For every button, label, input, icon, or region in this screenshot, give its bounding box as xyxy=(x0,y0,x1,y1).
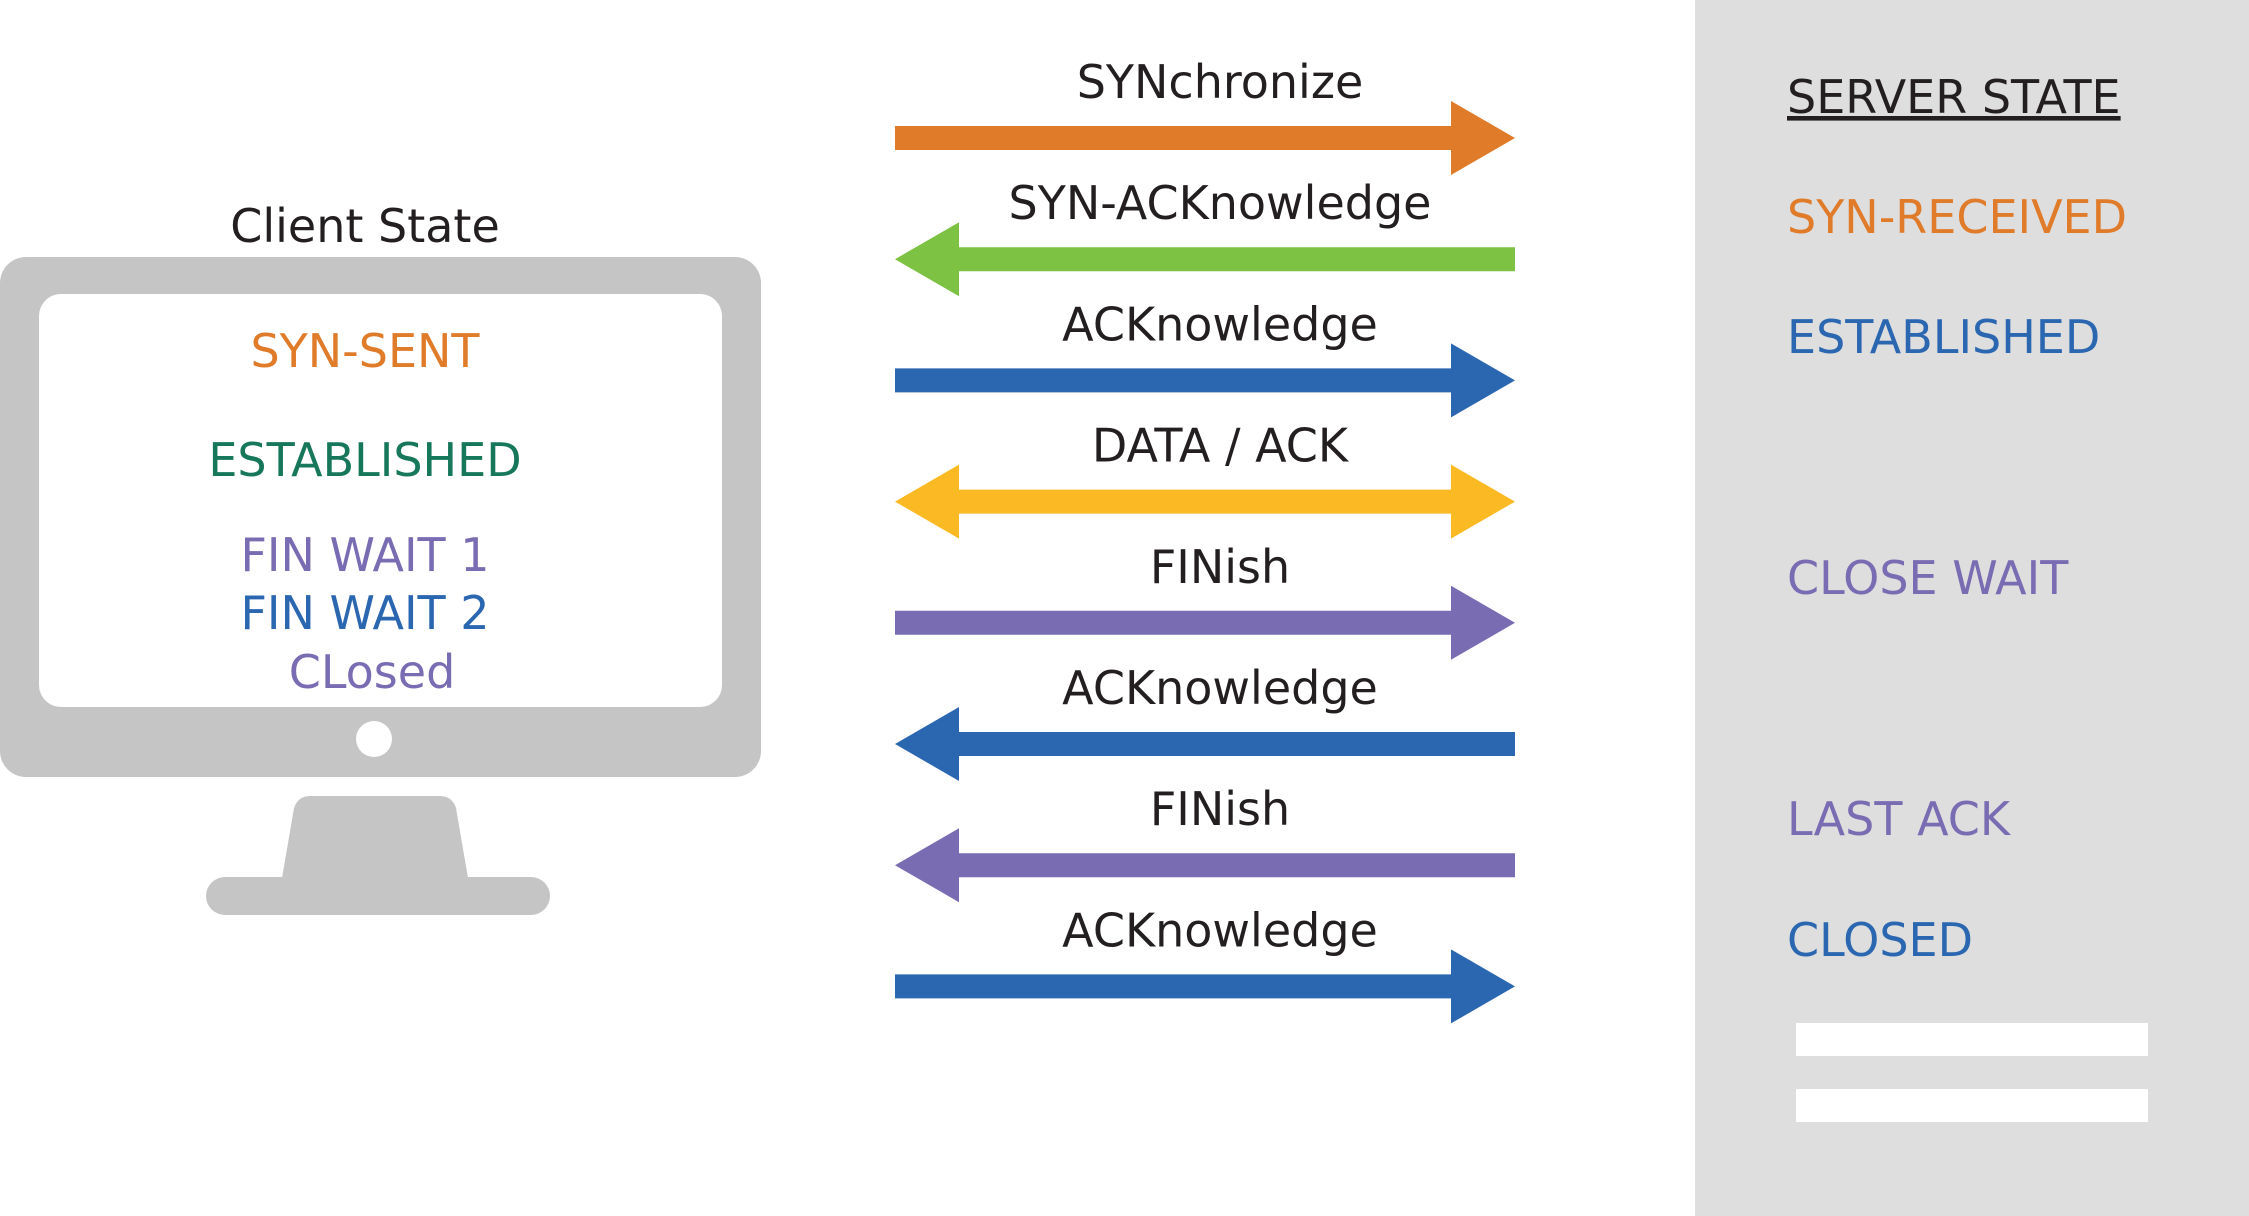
monitor-icon xyxy=(0,257,761,915)
monitor-stand-neck xyxy=(282,796,468,878)
message-arrow-4 xyxy=(895,464,1515,539)
message-label-2: SYN-ACKnowledge xyxy=(1009,176,1432,230)
message-arrow-6 xyxy=(895,707,1515,781)
client-state-closed: CLosed xyxy=(289,645,456,699)
message-arrows: SYNchronizeSYN-ACKnowledgeACKnowledgeDAT… xyxy=(895,55,1515,1024)
client-state-fin-wait-2: FIN WAIT 2 xyxy=(240,586,489,640)
message-arrow-1 xyxy=(895,101,1515,175)
message-label-8: ACKnowledge xyxy=(1062,903,1378,957)
client-title: Client State xyxy=(230,199,500,253)
server-state-last-ack: LAST ACK xyxy=(1787,792,2012,846)
monitor-power-button xyxy=(356,721,392,757)
message-arrow-5 xyxy=(895,585,1515,660)
message-arrow-7 xyxy=(895,828,1515,903)
message-label-6: ACKnowledge xyxy=(1062,661,1378,715)
server-state-close-wait: CLOSE WAIT xyxy=(1787,551,2069,605)
message-arrow-3 xyxy=(895,343,1515,418)
message-arrow-2 xyxy=(895,222,1515,297)
message-arrow-8 xyxy=(895,949,1515,1024)
server-decor-bar-1 xyxy=(1796,1023,2148,1056)
message-label-7: FINish xyxy=(1150,782,1290,836)
monitor-screen xyxy=(39,294,722,707)
message-label-1: SYNchronize xyxy=(1077,55,1364,109)
message-label-4: DATA / ACK xyxy=(1092,419,1350,473)
server-state-established: ESTABLISHED xyxy=(1787,310,2100,364)
client-state-fin-wait-1: FIN WAIT 1 xyxy=(240,528,489,582)
message-label-5: FINish xyxy=(1150,540,1290,594)
server-title: SERVER STATE xyxy=(1787,70,2121,124)
monitor-stand-base xyxy=(206,877,550,915)
server-panel xyxy=(1695,0,2249,1216)
server-decor-bar-2 xyxy=(1796,1089,2148,1122)
client-state-established: ESTABLISHED xyxy=(208,433,521,487)
server-state-syn-received: SYN-RECEIVED xyxy=(1787,190,2127,244)
server-state-closed: CLOSED xyxy=(1787,913,1973,967)
message-label-3: ACKnowledge xyxy=(1062,297,1378,351)
client-state-syn-sent: SYN-SENT xyxy=(250,324,480,378)
